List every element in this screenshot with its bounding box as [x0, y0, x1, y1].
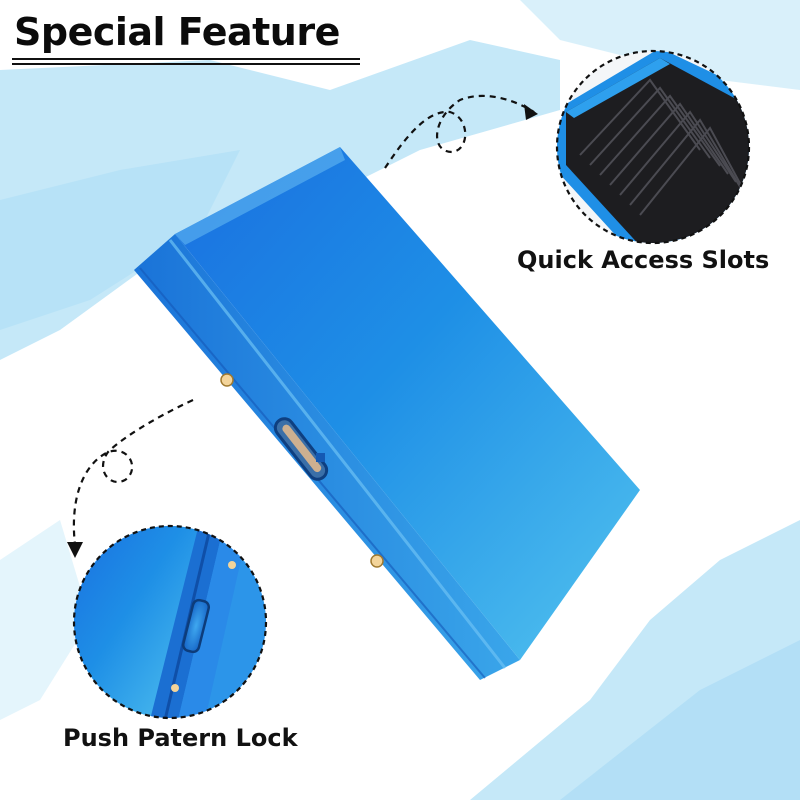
- push-lock-closeup: [72, 524, 268, 720]
- dashed-arrow-left: [72, 399, 194, 546]
- push-lock-label: Push Patern Lock: [63, 724, 298, 752]
- page-title: Special Feature: [14, 10, 340, 54]
- quick-access-slots-closeup: [555, 49, 751, 245]
- arrowhead-right-icon: [524, 104, 538, 120]
- card-holder-case: [134, 147, 640, 680]
- title-underline-second: [12, 63, 360, 65]
- title-underline: [12, 58, 360, 60]
- quick-access-slots-label: Quick Access Slots: [517, 246, 770, 274]
- lock-button: [273, 417, 329, 481]
- arrowhead-left-icon: [67, 542, 83, 558]
- dashed-arrow-right: [384, 94, 535, 169]
